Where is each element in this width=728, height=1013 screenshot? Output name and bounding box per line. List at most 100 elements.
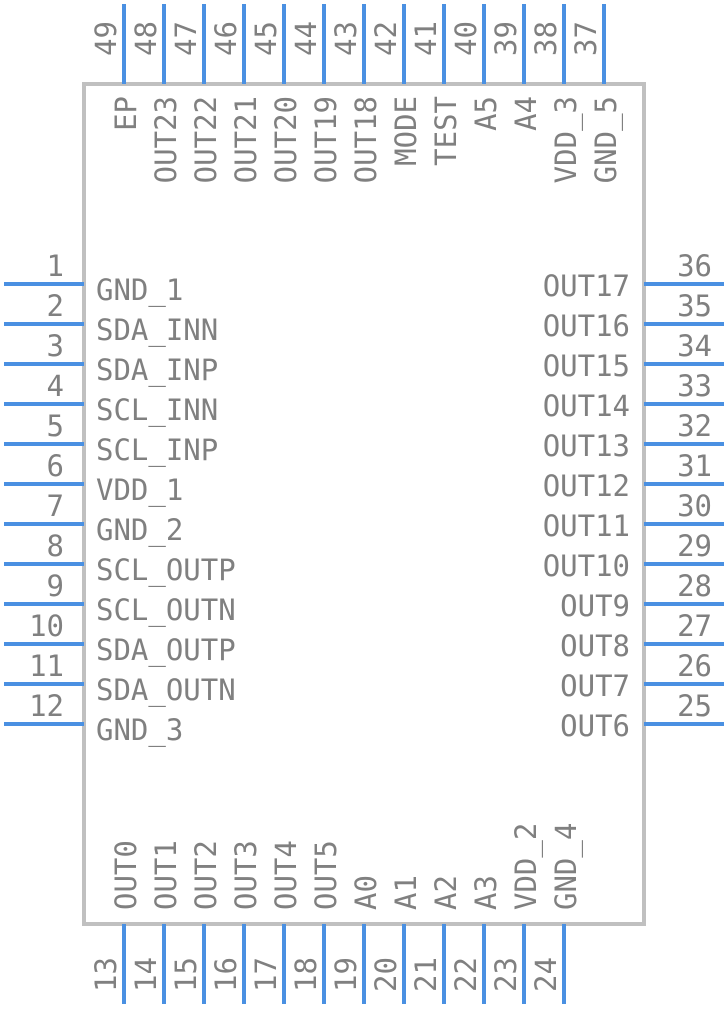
pin-name-40: A5: [469, 96, 503, 131]
pin-name-7: GND_2: [96, 513, 183, 548]
pin-number-19: 19: [329, 957, 363, 992]
pin-name-23: VDD_2: [509, 823, 544, 910]
pin-name-17: OUT4: [269, 840, 303, 910]
pin-name-27: OUT8: [560, 629, 630, 663]
pin-number-20: 20: [369, 957, 403, 992]
pin-number-17: 17: [249, 957, 283, 992]
pin-name-15: OUT2: [189, 840, 223, 910]
pin-number-3: 3: [47, 329, 64, 363]
pin-name-3: SDA_INP: [96, 353, 218, 388]
pin-name-19: A0: [349, 875, 383, 910]
pin-number-2: 2: [47, 289, 64, 323]
pin-name-35: OUT16: [543, 309, 630, 343]
pin-name-41: TEST: [429, 96, 463, 166]
pin-name-30: OUT11: [543, 509, 630, 543]
pin-number-30: 30: [677, 489, 712, 523]
pin-name-33: OUT14: [543, 389, 630, 423]
pin-number-21: 21: [409, 957, 443, 992]
pin-number-25: 25: [677, 689, 712, 723]
pin-number-16: 16: [209, 957, 243, 992]
pin-number-10: 10: [29, 609, 64, 643]
pin-name-12: GND_3: [96, 713, 183, 748]
pin-number-15: 15: [169, 957, 203, 992]
pin-name-39: A4: [509, 96, 543, 131]
pin-name-20: A1: [389, 875, 423, 910]
pin-number-27: 27: [677, 609, 712, 643]
pin-name-45: OUT20: [269, 96, 303, 183]
pin-number-28: 28: [677, 569, 712, 603]
pin-name-24: GND_4: [549, 823, 584, 910]
pin-number-35: 35: [677, 289, 712, 323]
pin-name-5: SCL_INP: [96, 433, 218, 468]
pin-number-9: 9: [47, 569, 64, 603]
pin-name-6: VDD_1: [96, 473, 183, 508]
pin-name-16: OUT3: [229, 840, 263, 910]
pin-number-44: 44: [289, 21, 323, 56]
pin-name-10: SDA_OUTP: [96, 633, 236, 668]
pin-number-40: 40: [449, 21, 483, 56]
pin-name-2: SDA_INN: [96, 313, 218, 348]
pin-number-49: 49: [89, 21, 123, 56]
pin-number-18: 18: [289, 957, 323, 992]
pin-name-36: OUT17: [543, 269, 630, 303]
pin-number-31: 31: [677, 449, 712, 483]
pin-name-37: GND_5: [589, 96, 624, 183]
pin-name-13: OUT0: [109, 840, 143, 910]
pin-number-39: 39: [489, 21, 523, 56]
pin-number-5: 5: [47, 409, 64, 443]
pin-name-42: MODE: [389, 96, 423, 166]
pin-number-22: 22: [449, 957, 483, 992]
pin-name-4: SCL_INN: [96, 393, 218, 428]
pin-name-48: OUT23: [149, 96, 183, 183]
pin-name-31: OUT12: [543, 469, 630, 503]
pin-number-1: 1: [47, 249, 64, 283]
pin-number-6: 6: [47, 449, 64, 483]
pin-number-23: 23: [489, 957, 523, 992]
pin-name-44: OUT19: [309, 96, 343, 183]
pin-name-38: VDD_3: [549, 96, 584, 183]
pin-name-18: OUT5: [309, 840, 343, 910]
pin-name-21: A2: [429, 875, 463, 910]
pin-name-14: OUT1: [149, 840, 183, 910]
pin-name-47: OUT22: [189, 96, 223, 183]
pin-name-22: A3: [469, 875, 503, 910]
pin-number-42: 42: [369, 21, 403, 56]
pin-name-32: OUT13: [543, 429, 630, 463]
pin-number-38: 38: [529, 21, 563, 56]
pin-number-48: 48: [129, 21, 163, 56]
pin-name-46: OUT21: [229, 96, 263, 183]
pin-name-34: OUT15: [543, 349, 630, 383]
pin-name-11: SDA_OUTN: [96, 673, 236, 708]
pin-number-8: 8: [47, 529, 64, 563]
pin-number-29: 29: [677, 529, 712, 563]
pin-number-32: 32: [677, 409, 712, 443]
pin-number-12: 12: [29, 689, 64, 723]
pin-number-4: 4: [47, 369, 64, 403]
pin-name-26: OUT7: [560, 669, 630, 703]
pin-number-13: 13: [89, 957, 123, 992]
pin-number-45: 45: [249, 21, 283, 56]
pin-number-36: 36: [677, 249, 712, 283]
pin-name-8: SCL_OUTP: [96, 553, 236, 588]
pin-name-43: OUT18: [349, 96, 383, 183]
pin-number-37: 37: [569, 21, 603, 56]
pins-layer: 1GND_12SDA_INN3SDA_INP4SCL_INN5SCL_INP6V…: [4, 4, 724, 1004]
pin-name-25: OUT6: [560, 709, 630, 743]
pin-number-7: 7: [47, 489, 64, 523]
pin-name-28: OUT9: [560, 589, 630, 623]
pin-name-1: GND_1: [96, 273, 183, 308]
pin-number-26: 26: [677, 649, 712, 683]
pin-name-29: OUT10: [543, 549, 630, 583]
pin-number-11: 11: [29, 649, 64, 683]
pin-number-43: 43: [329, 21, 363, 56]
pin-name-9: SCL_OUTN: [96, 593, 236, 628]
pin-name-49: EP: [109, 96, 143, 131]
pin-number-46: 46: [209, 21, 243, 56]
pin-number-14: 14: [129, 957, 163, 992]
pin-number-24: 24: [529, 957, 563, 992]
pin-number-47: 47: [169, 21, 203, 56]
pin-number-33: 33: [677, 369, 712, 403]
pin-number-41: 41: [409, 21, 443, 56]
